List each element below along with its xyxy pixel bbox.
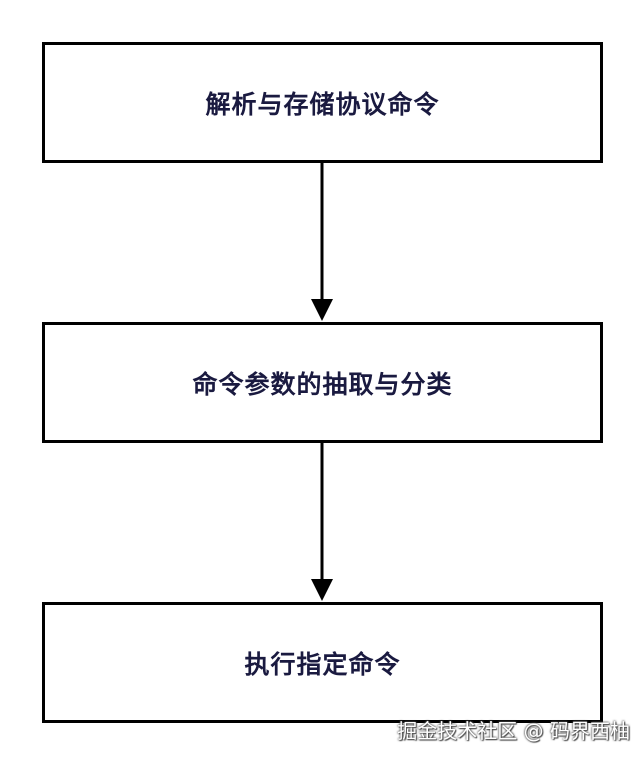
flow-step-extract-classify: 命令参数的抽取与分类 <box>42 322 603 443</box>
flow-step-label: 解析与存储协议命令 <box>205 89 440 119</box>
flow-step-label: 命令参数的抽取与分类 <box>192 369 453 399</box>
flow-step-execute: 执行指定命令 <box>42 602 603 723</box>
arrow-head <box>311 299 333 321</box>
watermark: 掘金技术社区 @ 码界西柚 <box>397 719 630 743</box>
flow-step-label: 执行指定命令 <box>244 649 401 679</box>
arrow-head <box>311 579 333 601</box>
flow-step-parse-store: 解析与存储协议命令 <box>42 42 603 163</box>
